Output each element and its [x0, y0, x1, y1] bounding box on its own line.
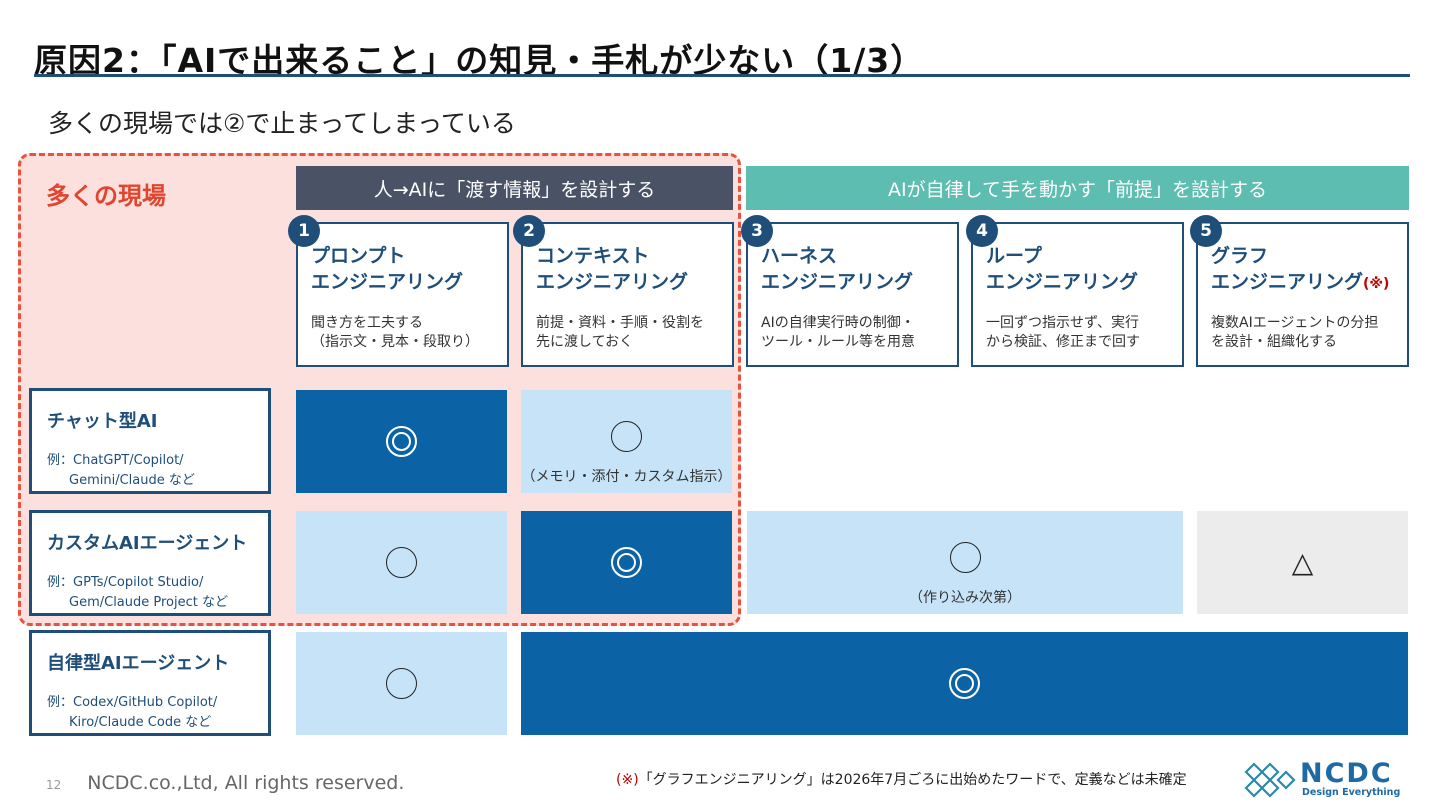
row-title: チャット型AI — [47, 411, 158, 432]
row-examples: 例：ChatGPT/Copilot/Gemini/Claude など — [47, 453, 195, 488]
current-practice-label: 多くの現場 — [46, 182, 166, 210]
cell-custom-graph: △ — [1197, 511, 1408, 614]
card-graph-engineering: グラフエンジニアリング(※) 複数AIエージェントの分担を設計・組織化する — [1196, 222, 1409, 367]
row-title: カスタムAIエージェント — [47, 533, 248, 554]
page-number: 12 — [46, 778, 62, 792]
card-title: ループエンジニアリング — [986, 245, 1139, 293]
cell-autonomous-context-to-graph — [521, 632, 1408, 735]
card-prompt-engineering: プロンプトエンジニアリング 聞き方を工夫する（指示文・見本・段取り） — [296, 222, 509, 367]
header-info-design: 人→AIに「渡す情報」を設計する — [296, 166, 733, 210]
circle-icon — [386, 547, 417, 578]
double-circle-icon — [949, 668, 980, 699]
card-description: 一回ずつ指示せず、実行から検証、修正まで回す — [986, 315, 1140, 350]
cell-chat-prompt — [296, 390, 507, 493]
double-circle-icon — [386, 426, 417, 457]
header-autonomy-design: AIが自律して手を動かす「前提」を設計する — [746, 166, 1409, 210]
ncdc-logo: NCDC Design Everything — [1240, 758, 1412, 800]
title-underline — [34, 74, 1410, 77]
row-examples: 例：Codex/GitHub Copilot/Kiro/Claude Code … — [47, 695, 218, 730]
cell-autonomous-prompt — [296, 632, 507, 735]
row-title: 自律型AIエージェント — [47, 653, 230, 674]
slide-subtitle: 多くの現場では②で止まってしまっている — [48, 109, 516, 138]
card-title: コンテキストエンジニアリング — [536, 245, 689, 293]
logo-tagline: Design Everything — [1302, 787, 1401, 798]
card-title: プロンプトエンジニアリング — [311, 245, 464, 293]
circle-icon — [611, 421, 642, 452]
step-badge-5: 5 — [1190, 215, 1222, 247]
row-examples: 例：GPTs/Copilot Studio/Gem/Claude Project… — [47, 575, 229, 610]
cell-custom-harness-loop: （作り込み次第） — [747, 511, 1183, 614]
step-badge-2: 2 — [513, 215, 545, 247]
card-description: AIの自律実行時の制御・ツール・ルール等を用意 — [761, 315, 915, 350]
row-label-custom-agent: カスタムAIエージェント 例：GPTs/Copilot Studio/Gem/C… — [29, 510, 271, 616]
ncdc-logo-mark-icon — [1244, 762, 1296, 798]
card-loop-engineering: ループエンジニアリング 一回ずつ指示せず、実行から検証、修正まで回す — [971, 222, 1184, 367]
logo-wordmark: NCDC — [1300, 758, 1393, 789]
cell-chat-context: （メモリ・添付・カスタム指示） — [521, 390, 732, 493]
card-context-engineering: コンテキストエンジニアリング 前提・資料・手順・役割を先に渡しておく — [521, 222, 734, 367]
card-description: 複数AIエージェントの分担を設計・組織化する — [1211, 315, 1379, 350]
double-circle-icon — [611, 547, 642, 578]
card-description: 前提・資料・手順・役割を先に渡しておく — [536, 315, 704, 350]
row-label-chat-ai: チャット型AI 例：ChatGPT/Copilot/Gemini/Claude … — [29, 388, 271, 494]
card-title: ハーネスエンジニアリング — [761, 245, 914, 293]
footnote: (※)「グラフエンジニアリング」は2026年7月ごろに出始めたワードで、定義など… — [616, 772, 1187, 788]
circle-icon — [386, 668, 417, 699]
card-title: グラフエンジニアリング(※) — [1211, 245, 1390, 293]
slide-title: 原因2：「AIで出来ること」の知見・手札が少ない（1/3） — [34, 41, 925, 80]
cell-custom-prompt — [296, 511, 507, 614]
circle-icon — [949, 542, 981, 573]
step-badge-1: 1 — [288, 215, 320, 247]
footnote-marker: (※) — [1363, 276, 1390, 292]
step-badge-4: 4 — [966, 215, 998, 247]
card-harness-engineering: ハーネスエンジニアリング AIの自律実行時の制御・ツール・ルール等を用意 — [746, 222, 959, 367]
cell-note: （メモリ・添付・カスタム指示） — [521, 469, 732, 485]
step-badge-3: 3 — [741, 215, 773, 247]
cell-note: （作り込み次第） — [909, 590, 1021, 606]
card-description: 聞き方を工夫する（指示文・見本・段取り） — [311, 315, 479, 350]
row-label-autonomous-agent: 自律型AIエージェント 例：Codex/GitHub Copilot/Kiro/… — [29, 630, 271, 736]
triangle-icon: △ — [1291, 545, 1314, 579]
cell-custom-context — [521, 511, 732, 614]
